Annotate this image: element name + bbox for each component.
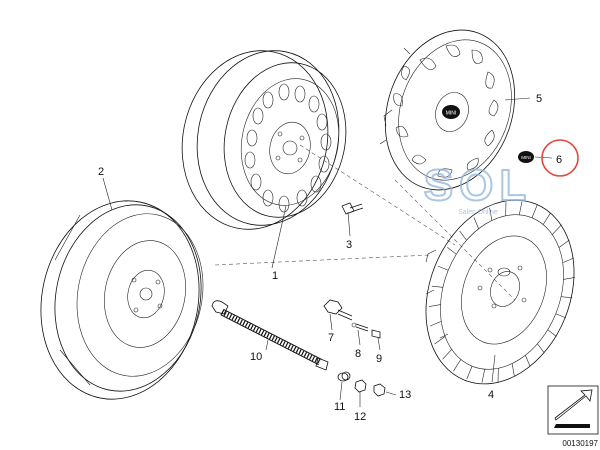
diagram-code: 00130197 <box>562 439 598 448</box>
wheel-trim-vent <box>442 349 452 360</box>
hub-cap-upper: MINI <box>379 29 516 191</box>
wheel-trim-vent <box>453 359 462 372</box>
callout-10: 10 <box>250 351 262 363</box>
view-direction-arrow-icon <box>547 385 599 435</box>
wheel-trim-vent <box>437 265 449 271</box>
wheel-trim-vent <box>555 313 567 319</box>
callout-12: 12 <box>354 411 366 423</box>
leader-lines <box>102 97 553 407</box>
wheel-trim-lower <box>425 199 575 385</box>
center-badge-text: MINI <box>521 155 531 160</box>
wheel-trim-vent <box>447 247 457 255</box>
wheel-trim-vent <box>561 296 573 299</box>
wheel-trim-vent <box>525 355 531 367</box>
wheel-trim-vent <box>552 224 562 235</box>
wheel-trim-vent <box>547 329 557 337</box>
callout-7: 7 <box>328 332 334 344</box>
wheel-trim-vent <box>563 277 575 280</box>
wheel-trim-vents <box>429 201 575 383</box>
washer <box>337 372 349 382</box>
valve-extension-hose <box>211 300 351 381</box>
valve-core <box>351 322 369 332</box>
wheel-trim-vent <box>518 201 523 215</box>
wheel-trim-vent <box>537 343 545 354</box>
steel-wheel <box>181 50 347 230</box>
callout-3: 3 <box>346 239 352 251</box>
callout-numbers: 1 2 3 4 5 6 7 8 9 10 11 12 13 <box>98 93 562 423</box>
callout-11: 11 <box>334 401 345 413</box>
callout-1: 1 <box>272 270 278 282</box>
callout-6: 6 <box>556 154 562 166</box>
hub-cap-upper-slots <box>393 44 499 178</box>
wheel-trim-vent <box>481 369 486 383</box>
wheel-trim-vent <box>489 207 493 221</box>
hub-cap-logo-text: MINI <box>446 111 457 117</box>
callout-5: 5 <box>536 93 542 105</box>
wheel-trim-vent <box>466 366 473 380</box>
cap-nut <box>373 383 386 397</box>
wheel-vent-holes <box>244 83 332 213</box>
assembly-guide-lines <box>214 144 516 301</box>
watermark-logo: SOL <box>424 161 532 210</box>
hub-cap-logo-badge <box>442 105 460 119</box>
wheel-trim-vent <box>459 230 467 241</box>
highlight-circle <box>541 139 579 177</box>
valve-stem <box>323 299 353 321</box>
wheel-trim-vent <box>434 336 446 345</box>
center-badge: MINI <box>518 151 534 163</box>
nut <box>354 379 367 393</box>
callout-4: 4 <box>488 389 494 401</box>
wheel-trim-vent <box>558 239 570 248</box>
wheel-trim-vent <box>429 304 441 307</box>
valve-cap <box>371 329 381 339</box>
wheel-trim-vent <box>542 212 551 225</box>
callout-13: 13 <box>399 389 411 401</box>
wheel-trim-vent <box>429 320 442 327</box>
callout-9: 9 <box>376 353 382 365</box>
wheel-trim-vent <box>511 363 515 377</box>
wheel-trim-vent <box>431 285 443 288</box>
watermark: SOL Salec Online <box>423 160 532 216</box>
wheel-trim-vent <box>562 257 575 264</box>
callout-2: 2 <box>98 166 104 178</box>
wheel-bolt <box>341 202 364 215</box>
wheel-trim-vent <box>531 204 538 218</box>
callout-8: 8 <box>355 348 361 360</box>
spare-wheel <box>40 200 204 400</box>
watermark-subtitle: Salec Online <box>458 209 498 216</box>
wheel-trim-vent <box>473 217 479 229</box>
